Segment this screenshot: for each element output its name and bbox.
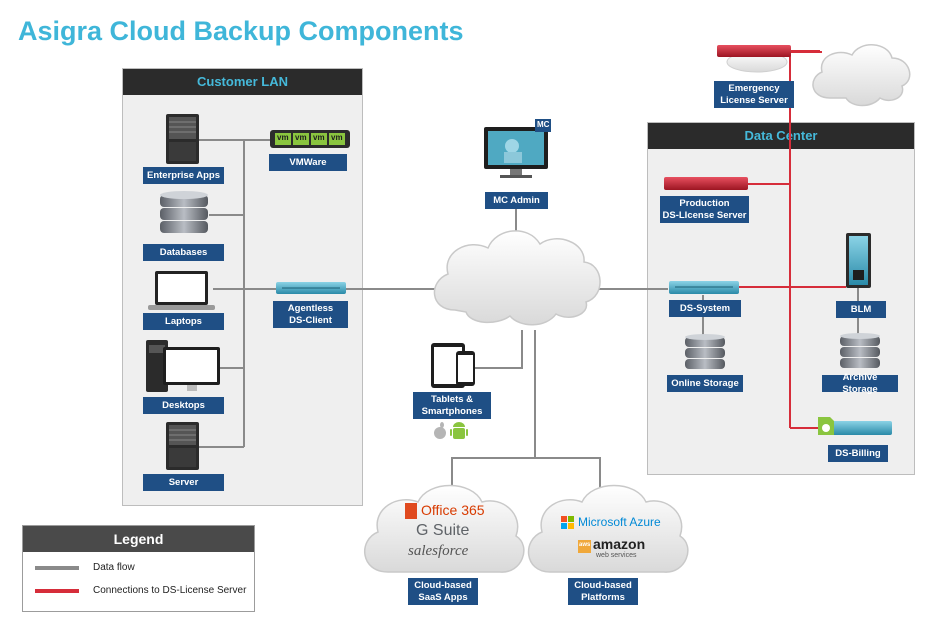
amazon-logo-text: amazon [593, 536, 646, 552]
production-license-server-icon [664, 177, 748, 190]
amazon-web-services-text: web services [596, 552, 637, 559]
server-tower-icon [166, 422, 199, 470]
agentless-dsclient-rack-icon [276, 282, 346, 294]
android-icon [450, 422, 468, 439]
enterprise-apps-server-icon [166, 114, 199, 164]
microsoft-azure-logo-text: Microsoft Azure [578, 515, 661, 529]
blm-label: BLM [836, 301, 886, 318]
emergency-license-server-icon [717, 45, 791, 73]
desktop-icon [146, 340, 220, 392]
vm-tag-2: vm [295, 133, 307, 142]
customer-lan-header: Customer LAN [123, 69, 362, 95]
ds-billing-label: DS-Billing [828, 445, 888, 462]
vmware-label: VMWare [269, 154, 347, 171]
apple-icon [434, 422, 446, 439]
tablets-smartphones-label: Tablets &Smartphones [413, 392, 491, 419]
server-label: Server [143, 474, 224, 491]
page-title: Asigra Cloud Backup Components [18, 16, 464, 46]
saas-cloud-icon [364, 484, 525, 573]
data-flow-swatch [35, 565, 79, 570]
laptop-icon [148, 271, 215, 310]
internet-cloud-icon [433, 230, 601, 326]
legend-row-data-flow: Data flow [35, 562, 135, 573]
legend-box: Legend Data flow Connections to DS-Licen… [22, 525, 255, 612]
archive-storage-db-icon [840, 333, 880, 368]
license-connection-swatch [35, 588, 79, 593]
databases-icon [160, 191, 208, 233]
data-flow-legend-label: Data flow [93, 562, 135, 573]
mc-admin-label: MC Admin [485, 192, 548, 209]
laptops-label: Laptops [143, 313, 224, 330]
databases-label: Databases [143, 244, 224, 261]
vm-tag-3: vm [313, 133, 325, 142]
ds-system-rack-icon [669, 281, 739, 294]
desktops-label: Desktops [143, 397, 224, 414]
aws-tag-text: aws [579, 542, 591, 548]
vm-tag-1: vm [277, 133, 289, 142]
data-center-header: Data Center [648, 123, 914, 149]
legend-title: Legend [23, 526, 254, 552]
platforms-cloud-icon [527, 484, 689, 573]
enterprise-apps-label: Enterprise Apps [143, 167, 224, 184]
ds-billing-rack-icon [818, 417, 892, 435]
online-storage-db-icon [685, 334, 725, 369]
saas-branch [451, 457, 535, 490]
license-connection-legend-label: Connections to DS-License Server [93, 585, 247, 596]
mc-admin-monitor-icon [484, 119, 551, 178]
mc-badge: MC [537, 120, 550, 129]
platforms-branch [535, 457, 601, 490]
online-storage-label: Online Storage [667, 375, 743, 392]
tablets-to-cloud [475, 330, 523, 369]
blm-tower-icon [846, 233, 871, 288]
tablet-smartphone-icon [431, 343, 475, 388]
vm-tag-4: vm [331, 133, 343, 142]
archive-storage-label: Archive Storage [822, 372, 898, 395]
ds-system-label: DS-System [669, 300, 741, 317]
legend-row-license: Connections to DS-License Server [35, 585, 246, 596]
salesforce-logo-text: salesforce [408, 543, 469, 559]
vmware-bar-icon [270, 130, 350, 148]
office365-logo-text: Office 365 [421, 502, 485, 518]
external-license-cloud-icon [812, 44, 911, 107]
gsuite-logo-text: G Suite [416, 522, 470, 539]
